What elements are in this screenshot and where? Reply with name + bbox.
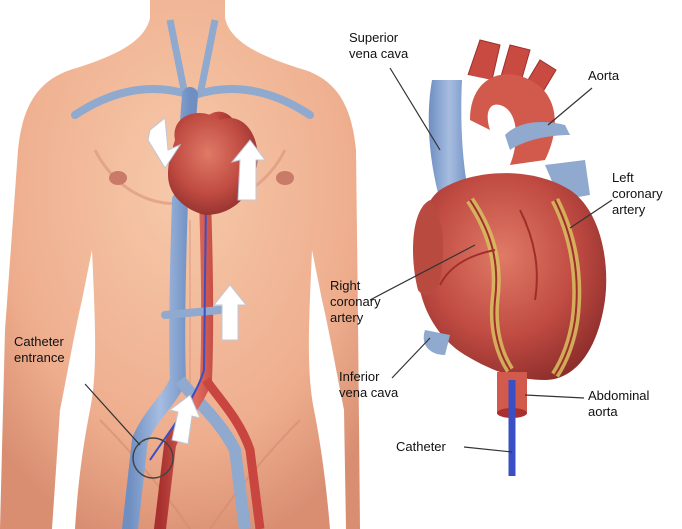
label-abdominal-aorta-line1: Abdominal [588, 388, 649, 404]
label-superior-vena-cava-line1: Superior [349, 30, 408, 46]
label-left-coronary-artery: Left coronary artery [612, 170, 663, 218]
label-catheter-entrance: Catheter entrance [14, 334, 65, 366]
left-nipple [109, 171, 127, 185]
renal-branch [165, 310, 220, 315]
label-right-coronary-line3: artery [330, 310, 381, 326]
label-inferior-vena-cava-line1: Inferior [339, 369, 398, 385]
label-catheter-entrance-line1: Catheter [14, 334, 65, 350]
leader-aorta [548, 88, 592, 125]
label-right-coronary-line2: coronary [330, 294, 381, 310]
label-catheter-line1: Catheter [396, 439, 446, 455]
large-heart [413, 40, 606, 476]
right-nipple [276, 171, 294, 185]
label-catheter: Catheter [396, 439, 446, 455]
label-left-coronary-line3: artery [612, 202, 663, 218]
label-superior-vena-cava: Superior vena cava [349, 30, 408, 62]
label-inferior-vena-cava-line2: vena cava [339, 385, 398, 401]
label-aorta: Aorta [588, 68, 619, 84]
label-abdominal-aorta-line2: aorta [588, 404, 649, 420]
label-right-coronary-line1: Right [330, 278, 381, 294]
label-inferior-vena-cava: Inferior vena cava [339, 369, 398, 401]
label-catheter-entrance-line2: entrance [14, 350, 65, 366]
leader-abdominal-aorta [525, 395, 584, 398]
leader-catheter [464, 447, 512, 452]
label-aorta-line1: Aorta [588, 68, 619, 84]
label-right-coronary-artery: Right coronary artery [330, 278, 381, 326]
label-abdominal-aorta: Abdominal aorta [588, 388, 649, 420]
label-left-coronary-line1: Left [612, 170, 663, 186]
label-left-coronary-line2: coronary [612, 186, 663, 202]
label-superior-vena-cava-line2: vena cava [349, 46, 408, 62]
